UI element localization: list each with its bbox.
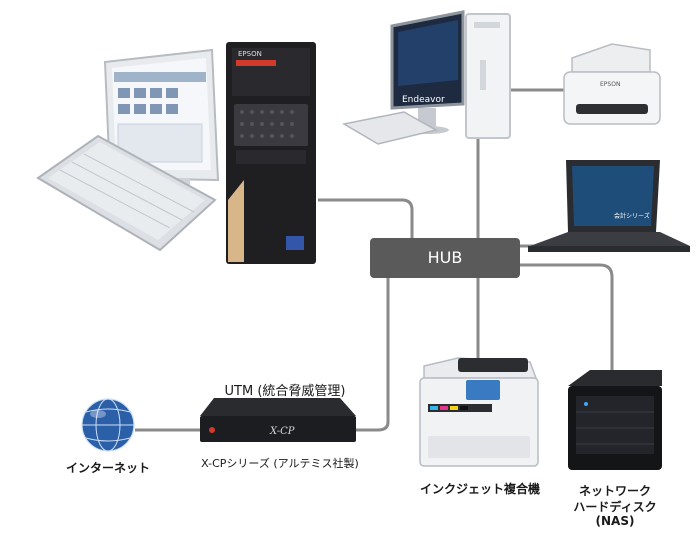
workstation-monitor bbox=[103, 48, 220, 186]
printer-label: インクジェット複合機 bbox=[419, 482, 540, 496]
utm-device-text: X-CP bbox=[269, 426, 295, 437]
inkjet-printer bbox=[419, 357, 539, 467]
scanner-brand: EPSON bbox=[600, 81, 620, 88]
internet-globe bbox=[81, 398, 135, 452]
hub-label: HUB bbox=[370, 238, 520, 278]
line-hub-utm bbox=[355, 278, 390, 432]
nas-label-line2: ハードディスク bbox=[573, 500, 657, 514]
nas-label-line3: (NAS) bbox=[595, 514, 635, 528]
server-brand: EPSON bbox=[238, 50, 262, 58]
laptop-screen-text: 会計シリーズ bbox=[614, 212, 650, 220]
utm-device: X-CP bbox=[200, 398, 356, 442]
nas-device bbox=[568, 370, 662, 470]
utm-caption: X-CPシリーズ (アルテミス社製) bbox=[201, 457, 359, 470]
scanner: EPSON bbox=[563, 43, 661, 125]
line-hub-nas bbox=[520, 263, 614, 372]
tower-server: EPSON bbox=[226, 42, 316, 264]
utm-title: UTM (統合脅威管理) bbox=[224, 384, 346, 399]
desktop-brand: Endeavor bbox=[402, 95, 445, 105]
line-server-hub bbox=[318, 198, 414, 238]
connection-lines bbox=[135, 88, 614, 432]
workstation-keyboard bbox=[36, 134, 217, 252]
laptop: 会計シリーズ bbox=[528, 160, 690, 252]
internet-label: インターネット bbox=[65, 461, 150, 475]
nas-label-line1: ネットワーク bbox=[578, 484, 651, 498]
desktop-pc: Endeavor bbox=[341, 10, 511, 145]
